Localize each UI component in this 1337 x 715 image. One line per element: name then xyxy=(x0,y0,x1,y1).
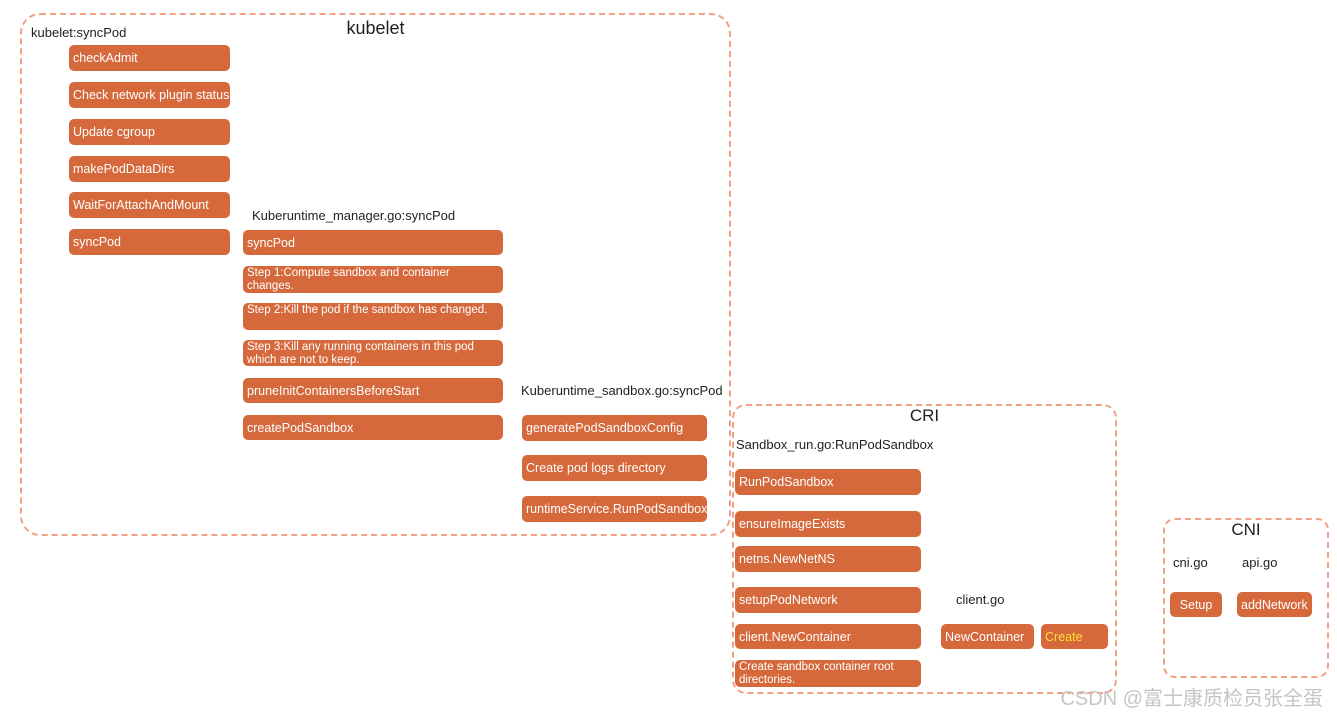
csdn-watermark: CSDN @富士康质检员张全蛋 xyxy=(1060,688,1323,710)
label-kuberuntime-sandbox: Kuberuntime_sandbox.go:syncPod xyxy=(521,383,723,398)
node-client-newcontainer: client.NewContainer xyxy=(735,624,921,649)
node-makepoddatadirs: makePodDataDirs xyxy=(69,156,230,182)
node-waitforattachandmount: WaitForAttachAndMount xyxy=(69,192,230,218)
node-step3-kill-containers: Step 3:Kill any running containers in th… xyxy=(243,340,503,366)
label-sandbox-run: Sandbox_run.go:RunPodSandbox xyxy=(736,437,934,452)
label-kubelet-syncpod: kubelet:syncPod xyxy=(31,25,127,40)
node-netns-newnetns: netns.NewNetNS xyxy=(735,546,921,572)
label-client-go: client.go xyxy=(956,592,1005,607)
node-newcontainer: NewContainer xyxy=(941,624,1034,649)
group-kubelet-title: kubelet xyxy=(346,18,405,38)
label-cni-go: cni.go xyxy=(1173,555,1208,570)
node-step1-compute-changes: Step 1:Compute sandbox and container cha… xyxy=(243,266,503,293)
node-addnetwork: addNetwork xyxy=(1237,592,1312,617)
group-kubelet xyxy=(20,13,731,536)
node-runpodsandbox: RunPodSandbox xyxy=(735,469,921,495)
node-create-sandbox-root-directories: Create sandbox container root directorie… xyxy=(735,660,921,687)
node-check-network-plugin-status: Check network plugin status xyxy=(69,82,230,108)
node-setuppodnetwork: setupPodNetwork xyxy=(735,587,921,613)
node-manager-syncpod: syncPod xyxy=(243,230,503,255)
node-setup: Setup xyxy=(1170,592,1222,617)
node-pruneinitcontainersbeforestart: pruneInitContainersBeforeStart xyxy=(243,378,503,403)
node-kubelet-syncpod: syncPod xyxy=(69,229,230,255)
group-cri-title: CRI xyxy=(909,406,940,425)
node-checkadmit: checkAdmit xyxy=(69,45,230,71)
node-generatepodsandboxconfig: generatePodSandboxConfig xyxy=(522,415,707,441)
node-update-cgroup: Update cgroup xyxy=(69,119,230,145)
node-ensureimageexists: ensureImageExists xyxy=(735,511,921,537)
label-kuberuntime-manager: Kuberuntime_manager.go:syncPod xyxy=(252,208,456,223)
node-runtimeservice-runpodsandbox: runtimeService.RunPodSandbox xyxy=(522,496,707,522)
node-createpodsandbox: createPodSandbox xyxy=(243,415,503,440)
label-api-go: api.go xyxy=(1242,555,1278,570)
group-cri xyxy=(732,404,1117,694)
node-create: Create xyxy=(1041,624,1108,649)
node-step2-kill-pod: Step 2:Kill the pod if the sandbox has c… xyxy=(243,303,503,330)
group-cni-title: CNI xyxy=(1231,520,1261,539)
group-cni xyxy=(1163,518,1329,678)
node-create-pod-logs-directory: Create pod logs directory xyxy=(522,455,707,481)
